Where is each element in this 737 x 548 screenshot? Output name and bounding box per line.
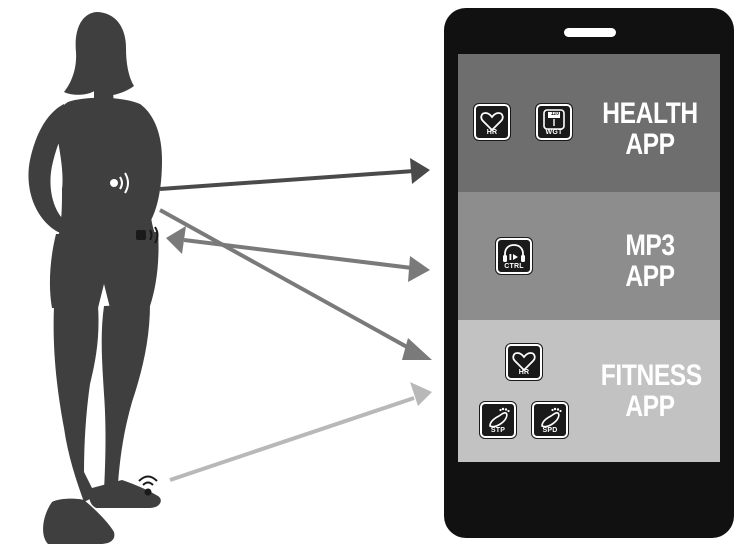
icon-label: HR bbox=[476, 129, 508, 137]
phone-speaker bbox=[564, 28, 616, 37]
icon-label: SPD bbox=[534, 427, 566, 435]
health-app-panel[interactable]: HR 110 WGT HEALTH APP bbox=[458, 54, 720, 192]
mp3-app-panel[interactable]: CTRL MP3 APP bbox=[458, 192, 720, 320]
scale-display: 110 bbox=[549, 111, 561, 117]
title-line-2: APP bbox=[601, 391, 699, 422]
heart-rate-icon: HR bbox=[506, 344, 542, 380]
arrow-waist-to-fitness bbox=[160, 210, 432, 360]
footprint-icon: SPD bbox=[532, 402, 568, 438]
title-line-2: APP bbox=[601, 129, 699, 160]
smartphone: HR 110 WGT HEALTH APP bbox=[444, 8, 734, 538]
fitness-app-panel[interactable]: HR STP SPD bbox=[458, 320, 720, 462]
title-line-1: FITNESS bbox=[601, 360, 699, 391]
arrow-shoe-to-fitness bbox=[170, 382, 432, 480]
arrow-chest-to-health bbox=[160, 158, 430, 189]
scale-icon: 110 WGT bbox=[536, 104, 572, 140]
footprint-icon: STP bbox=[480, 402, 516, 438]
title-line-1: MP3 bbox=[601, 230, 699, 261]
health-app-title: HEALTH APP bbox=[601, 98, 699, 160]
icon-label: WGT bbox=[538, 129, 570, 137]
icon-label: STP bbox=[482, 427, 514, 435]
mp3-app-title: MP3 APP bbox=[601, 230, 699, 292]
title-line-2: APP bbox=[601, 261, 699, 292]
icon-label: CTRL bbox=[498, 263, 530, 271]
icon-label: HR bbox=[508, 369, 540, 377]
heart-rate-icon: HR bbox=[474, 104, 510, 140]
fitness-app-title: FITNESS APP bbox=[601, 360, 699, 422]
title-line-1: HEALTH bbox=[601, 98, 699, 129]
headphones-play-icon: CTRL bbox=[496, 238, 532, 274]
